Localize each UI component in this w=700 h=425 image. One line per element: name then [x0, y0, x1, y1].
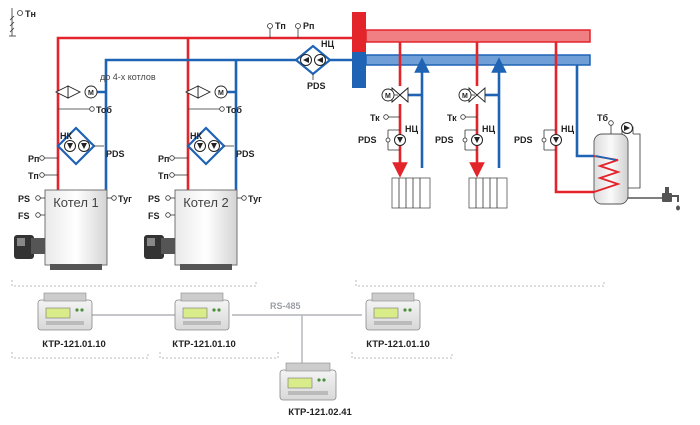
header-pressure-label: Рп: [303, 21, 314, 31]
b1-temp-label: Тп: [28, 171, 39, 181]
dhw-tank: [593, 133, 629, 205]
header-sensors: Тп Рп: [267, 21, 314, 38]
c1-pump-label: НЦ: [405, 124, 418, 134]
circuit-2: М Тк НЦ PDS: [435, 42, 508, 209]
b2-pressure-label: Рп: [158, 154, 169, 164]
dhw-pump-label: НЦ: [561, 124, 574, 134]
b1-pump-label: НК: [60, 131, 72, 141]
c1-motor-label: М: [385, 93, 391, 100]
boiler-1-group: М Тоб НК PDS Рп Тп Котел 1 PS FS Туг: [14, 72, 156, 270]
c2-radiator: [468, 177, 508, 209]
controller-4: [279, 362, 337, 401]
b2-flow-temp-label: Тоб: [226, 105, 242, 115]
b1-motor-label: М: [88, 90, 94, 97]
c1-temp-label: Тк: [370, 113, 380, 123]
burner-1-icon: [14, 235, 45, 259]
bus-label: RS-485: [270, 301, 301, 311]
b2-temp-label: Тп: [158, 171, 169, 181]
b2-pds-label: PDS: [236, 149, 255, 159]
c1-radiator: [391, 177, 431, 209]
circuit-1: М Тк НЦ PDS: [358, 42, 431, 209]
boiler-2-group: М Тоб НК PDS Рп Тп Котел 2 PS FS Туг: [144, 85, 262, 270]
b2-motor-label: М: [218, 90, 224, 97]
controller-3-model: КТР-121.01.10: [366, 339, 430, 350]
boilers-note: до 4-х котлов: [100, 72, 156, 82]
b1-pds-label: PDS: [106, 149, 125, 159]
main-pump-group: НЦ PDS: [294, 39, 334, 91]
header-temp-label: Тп: [275, 21, 286, 31]
boiler-2-name: Котел 2: [183, 195, 229, 210]
dhw-circuit: НЦ PDS Тб: [514, 42, 680, 211]
controller-3: [365, 292, 421, 331]
controller-1-model: КТР-121.01.10: [42, 339, 106, 350]
c2-temp-label: Тк: [447, 113, 457, 123]
c2-pds-label: PDS: [435, 135, 454, 145]
distribution-headers: [352, 12, 591, 88]
controller-4-model: КТР-121.02.41: [288, 407, 352, 418]
c2-pump-label: НЦ: [482, 124, 495, 134]
b1-flow-temp-label: Тоб: [96, 105, 112, 115]
c2-motor-label: М: [462, 93, 468, 100]
controller-2-model: КТР-121.01.10: [172, 339, 236, 350]
controller-1: [37, 292, 93, 331]
b2-pump-label: НК: [190, 131, 202, 141]
burner-2-icon: [144, 235, 175, 259]
c1-pds-label: PDS: [358, 135, 377, 145]
rs485-bus: RS-485: [92, 301, 362, 365]
outdoor-sensor: Тн: [9, 8, 36, 37]
group-brackets: [11, 280, 605, 359]
b2-fs-label: FS: [148, 211, 160, 221]
b1-fs-label: FS: [18, 211, 30, 221]
main-pump-label: НЦ: [321, 39, 334, 49]
dhw-pds-label: PDS: [514, 135, 533, 145]
b1-exhaust-label: Туг: [118, 194, 132, 204]
dhw-temp-label: Тб: [597, 113, 608, 123]
controller-2: [174, 292, 230, 331]
main-pds-label: PDS: [307, 81, 326, 91]
water-tap-icon: [628, 187, 680, 211]
b2-exhaust-label: Туг: [248, 194, 262, 204]
outdoor-temp-label: Тн: [25, 9, 36, 19]
boiler-1-name: Котел 1: [53, 195, 99, 210]
b1-pressure-label: Рп: [28, 154, 39, 164]
b1-ps-label: PS: [18, 194, 30, 204]
b2-ps-label: PS: [148, 194, 160, 204]
